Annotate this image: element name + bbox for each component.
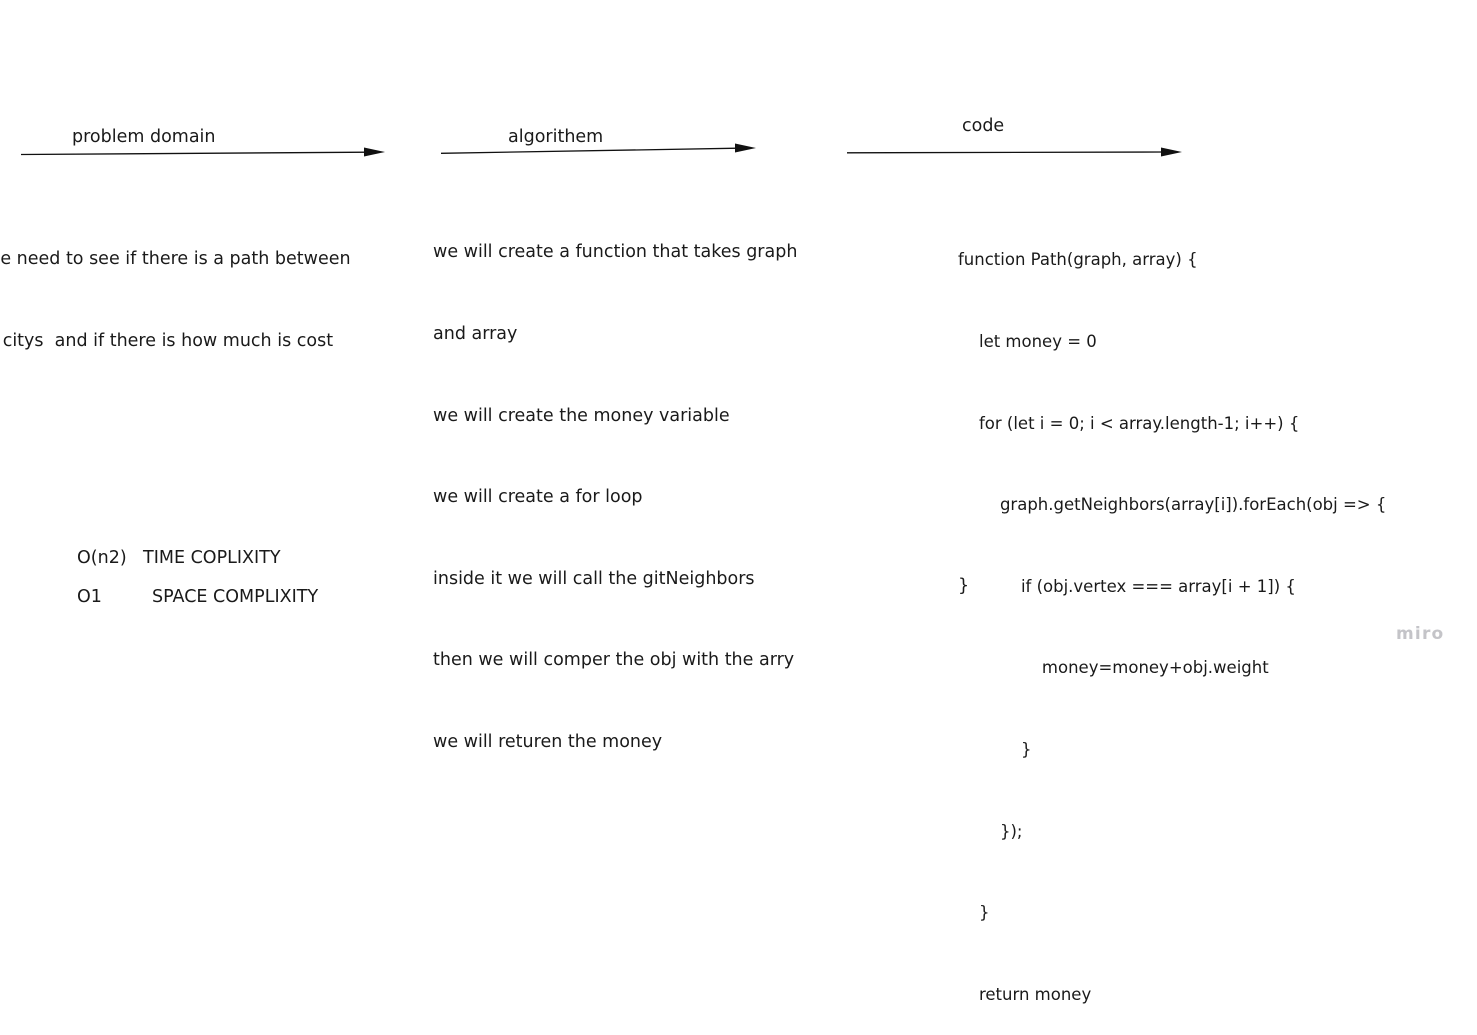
arrow-algorithem [440, 143, 756, 154]
time-complexity-label: TIME COPLIXITY [143, 548, 281, 568]
algorithm-line: then we will comper the obj with the arr… [433, 650, 795, 671]
code-block: function Path(graph, array) { let money … [958, 192, 1386, 1035]
code-label: code [962, 116, 1005, 136]
algorithm-line: we will create a for loop [433, 487, 643, 508]
code-closing-brace: } [958, 576, 970, 596]
code-line: return money [958, 984, 1092, 1004]
flow-arrows [20, 143, 1182, 157]
algorithm-line: we will create a function that takes gra… [433, 242, 798, 263]
problem-line: we need to see if there is a path betwee… [0, 249, 351, 270]
arrow-code [846, 147, 1182, 157]
code-line: if (obj.vertex === array[i + 1]) { [958, 576, 1296, 596]
algorithm-line: inside it we will call the gitNeighbors [433, 568, 755, 589]
code-line: } [958, 903, 990, 923]
problem-line: 2 citys and if there is how much is cost [0, 331, 334, 352]
algorithm-line: and array [433, 324, 518, 345]
space-complexity-label: SPACE COMPLIXITY [152, 587, 319, 607]
time-complexity-value: O(n2) [77, 548, 127, 568]
algorithem-label: algorithem [508, 127, 604, 147]
problem-description: we need to see if there is a path betwee… [0, 192, 351, 382]
space-complexity-value: O1 [77, 587, 102, 607]
code-line: }); [958, 821, 1023, 841]
algorithm-line: we will create the money variable [433, 405, 730, 426]
code-line: money=money+obj.weight [958, 658, 1269, 678]
code-line: } [958, 740, 1032, 760]
code-line: let money = 0 [958, 332, 1097, 352]
arrow-problem-domain [20, 147, 385, 157]
code-line: graph.getNeighbors(array[i]).forEach(obj… [958, 495, 1387, 515]
code-line: function Path(graph, array) { [958, 250, 1198, 270]
algorithm-steps: we will create a function that takes gra… [433, 185, 797, 783]
algorithm-line: we will returen the money [433, 732, 663, 753]
problem-domain-label: problem domain [72, 127, 216, 147]
miro-watermark: miro [1396, 624, 1445, 644]
code-line: for (let i = 0; i < array.length-1; i++)… [958, 413, 1300, 433]
